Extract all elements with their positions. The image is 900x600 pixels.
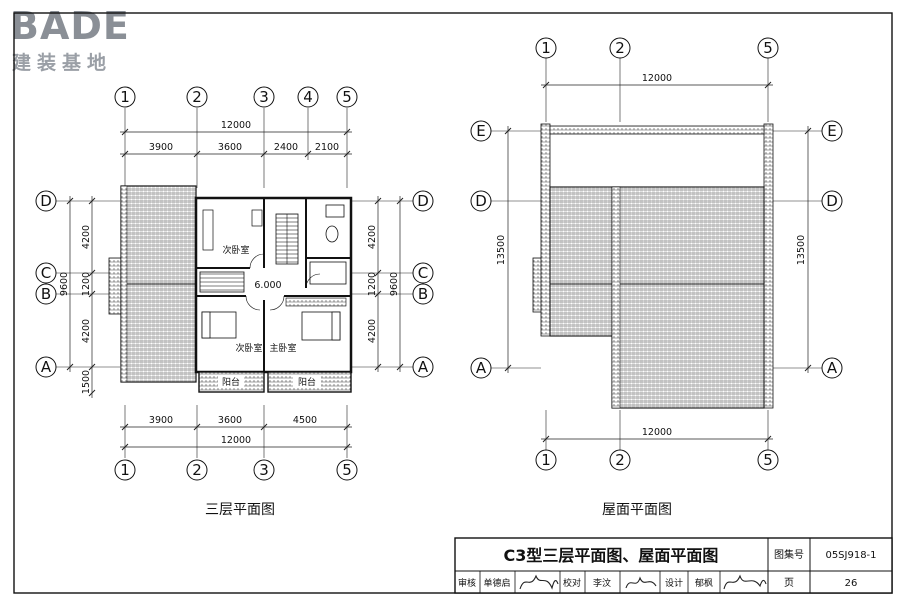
roof-right-axis-a: A [827, 359, 838, 377]
atlas-number: 05SJ918-1 [825, 550, 876, 561]
roof-building [532, 123, 774, 409]
brand-subtitle: 建装基地 [12, 52, 113, 74]
tf-left-dim-2: 1200 [81, 272, 92, 296]
atlas-label: 图集号 [774, 548, 804, 561]
roof-right-axis-d: D [826, 192, 838, 210]
tf-top-axis-4: 4 [303, 88, 313, 106]
roof-top-axis-1: 1 [541, 39, 551, 57]
brand-logo: BADE 建装基地 [8, 4, 158, 74]
roof-top-total: 12000 [642, 73, 672, 84]
roof-right-dim: 13500 [796, 235, 807, 265]
tf-bottom-axis-5: 5 [342, 461, 352, 479]
designer-signature [723, 574, 767, 590]
tf-left-dim-4: 4200 [81, 319, 92, 343]
roof-top-axis-5: 5 [763, 39, 773, 57]
third-floor-left-axes: D C B A 4200 1200 9600 4200 1500 [35, 190, 120, 398]
tf-left-dim-3: 9600 [59, 272, 70, 296]
roof-top-axis-2: 2 [615, 39, 625, 57]
tf-top-axis-3: 3 [259, 88, 269, 106]
roof-left-axis-e: E [476, 122, 485, 140]
tf-room-bedroom-sw: 次卧室 [235, 342, 262, 354]
tf-room-bedroom-nw: 次卧室 [222, 244, 249, 256]
check-label: 校对 [563, 577, 581, 589]
designer-name: 郁枫 [695, 577, 713, 589]
tf-right-axis-d: D [417, 192, 429, 210]
tf-right-dim-1: 4200 [367, 225, 378, 249]
roof-left-dim: 13500 [496, 235, 507, 265]
tf-bottom-span-3: 4500 [293, 415, 317, 426]
tf-top-span-1: 3900 [149, 142, 173, 153]
tf-right-dim-4: 4200 [367, 319, 378, 343]
tf-top-axis-1: 1 [120, 88, 130, 106]
tf-top-total: 12000 [221, 120, 251, 131]
tf-room-master: 主卧室 [269, 342, 296, 354]
roof-plan: 1 2 5 12000 E D A [470, 37, 843, 518]
review-label: 审核 [458, 577, 476, 589]
tf-room-balcony-right: 阳台 [298, 376, 316, 388]
tf-top-span-2: 3600 [218, 142, 242, 153]
tf-right-axis-b: B [418, 285, 428, 303]
tf-room-balcony-left: 阳台 [222, 376, 240, 388]
third-floor-building: 次卧室 次卧室 主卧室 阳台 阳台 6.000 [108, 185, 353, 393]
roof-caption: 屋面平面图 [602, 502, 672, 518]
tf-bottom-span-2: 3600 [218, 415, 242, 426]
tf-bottom-axis-2: 2 [192, 461, 202, 479]
reviewer-signature [519, 574, 559, 590]
page-label: 页 [784, 577, 794, 589]
tf-left-axis-c: C [41, 264, 51, 282]
title-block: C3型三层平面图、屋面平面图 图集号 05SJ918-1 审核 单德启 校对 李… [454, 537, 893, 594]
tf-right-axis-c: C [418, 264, 428, 282]
tf-bottom-span-1: 3900 [149, 415, 173, 426]
tf-right-axis-a: A [418, 358, 429, 376]
checker-name: 李汶 [593, 577, 611, 589]
sheet-border [13, 12, 893, 594]
page-number: 26 [845, 578, 858, 589]
tf-left-dim-5: 1500 [81, 370, 92, 394]
roof-bottom-dimensions: 12000 1 2 5 [535, 410, 779, 471]
third-floor-top-dimensions: 12000 3900 3600 2400 2100 [120, 120, 352, 158]
design-label: 设计 [665, 577, 683, 589]
reviewer-name: 单德启 [483, 577, 510, 589]
sheet-title: C3型三层平面图、屋面平面图 [504, 546, 719, 565]
roof-left-axis-a: A [476, 359, 487, 377]
roof-bottom-axis-2: 2 [615, 451, 625, 469]
roof-bottom-axis-1: 1 [541, 451, 551, 469]
checker-signature [625, 576, 657, 589]
third-floor-plan: 1 2 3 4 5 12000 3900 3600 2400 [35, 86, 434, 518]
roof-bottom-axis-5: 5 [763, 451, 773, 469]
brand-name: BADE [10, 4, 130, 48]
tf-top-span-4: 2100 [315, 142, 339, 153]
roof-left-axis-d: D [475, 192, 487, 210]
tf-top-span-3: 2400 [274, 142, 298, 153]
tf-top-axis-5: 5 [342, 88, 352, 106]
tf-left-dim-1: 4200 [81, 225, 92, 249]
third-floor-right-axes: D C B A 4200 1200 9600 4200 [352, 190, 434, 378]
roof-bottom-total: 12000 [642, 427, 672, 438]
roof-right-axis-e: E [827, 122, 836, 140]
third-floor-bottom-dimensions: 3900 3600 4500 12000 1 2 3 5 [114, 405, 358, 481]
tf-right-dim-2: 1200 [367, 272, 378, 296]
roof-right-axes: E D A 13500 [773, 120, 843, 379]
tf-bottom-total: 12000 [221, 435, 251, 446]
tf-left-axis-b: B [41, 285, 51, 303]
roof-top-axes: 1 2 5 12000 [535, 37, 779, 122]
tf-right-dim-3: 9600 [389, 272, 400, 296]
third-floor-caption: 三层平面图 [205, 502, 275, 518]
tf-floor-elevation: 6.000 [254, 280, 281, 291]
tf-bottom-axis-1: 1 [120, 461, 130, 479]
tf-left-axis-a: A [41, 358, 52, 376]
tf-top-axis-2: 2 [192, 88, 202, 106]
third-floor-top-axes: 1 2 3 4 5 [114, 86, 358, 188]
tf-left-axis-d: D [40, 192, 52, 210]
tf-bottom-axis-3: 3 [259, 461, 269, 479]
roof-left-axes: E D A 13500 [470, 120, 541, 379]
